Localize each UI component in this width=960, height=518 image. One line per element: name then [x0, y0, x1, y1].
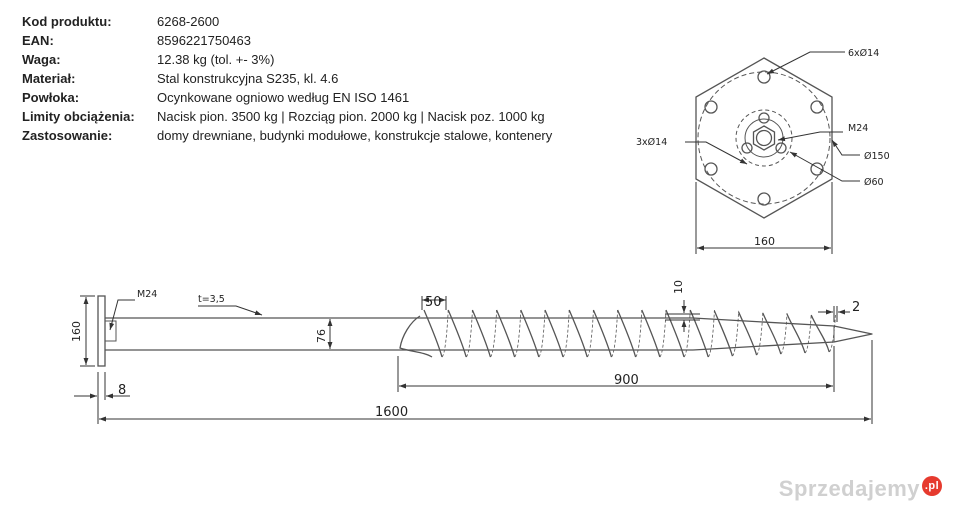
helix-back — [635, 309, 643, 358]
spec-key: Waga: — [22, 52, 61, 67]
helix-back — [538, 309, 546, 358]
outer-hole — [704, 100, 718, 114]
outer-hole — [757, 70, 771, 84]
side-view-dimensions — [74, 295, 873, 424]
outer-hole — [704, 162, 718, 176]
helix-flight — [641, 309, 661, 358]
spec-key: EAN: — [22, 33, 54, 48]
label-wall-thickness: t=3,5 — [198, 294, 225, 305]
spec-row: EAN: 8596221750463 — [22, 31, 552, 50]
helix-back — [586, 309, 594, 358]
label-helix-900: 900 — [614, 373, 639, 388]
label-pitch-50: 50 — [425, 295, 442, 310]
taper — [692, 317, 873, 351]
helix-back — [490, 309, 497, 358]
top-view-dimensions — [685, 51, 860, 254]
label-flight-10: 10 — [672, 280, 685, 294]
helix-flight — [762, 312, 782, 355]
label-d60: Ø60 — [864, 177, 884, 188]
helix-back — [659, 309, 667, 358]
label-tip-2: 2 — [852, 300, 860, 315]
spec-value: Nacisk pion. 3500 kg | Rozciąg pion. 200… — [157, 109, 545, 124]
threaded-rod — [104, 320, 117, 342]
inner-hole — [758, 112, 770, 124]
spec-key: Materiał: — [22, 71, 76, 86]
outer-hole — [757, 192, 771, 206]
inner-hole — [775, 142, 787, 154]
helix-start — [399, 315, 433, 358]
hex-flange — [695, 57, 833, 219]
helix-back — [465, 309, 473, 358]
spec-value: domy drewniane, budynki modułowe, konstr… — [157, 128, 553, 143]
watermark-text: Sprzedajemy — [778, 476, 920, 501]
spec-value: 12.38 kg (tol. +- 3%) — [157, 52, 275, 67]
helix-back — [780, 312, 788, 355]
helix-flight — [544, 309, 564, 358]
hex-nut — [752, 125, 776, 151]
spec-row: Kod produktu: 6268-2600 — [22, 12, 552, 31]
helix-flight — [496, 309, 516, 358]
helix-flight — [810, 314, 830, 353]
label-m24-side: M24 — [137, 289, 157, 300]
label-width-160: 160 — [754, 235, 775, 248]
label-plate-8: 8 — [118, 383, 126, 398]
spec-key: Zastosowanie: — [22, 128, 113, 143]
helix-back — [707, 309, 715, 358]
helix-flight — [471, 309, 492, 358]
spec-key: Powłoka: — [22, 90, 80, 105]
spec-value: 8596221750463 — [157, 33, 251, 48]
label-d150: Ø150 — [864, 151, 890, 162]
thread-circle — [755, 129, 773, 147]
spec-value: Ocynkowane ogniowo według EN ISO 1461 — [157, 90, 410, 105]
inner-hole — [741, 142, 753, 154]
circle-60 — [735, 109, 793, 167]
helix-back — [732, 310, 739, 357]
helix-flight — [447, 309, 467, 358]
label-tube-76: 76 — [315, 329, 328, 343]
side-view — [97, 295, 873, 367]
spec-value: Stal konstrukcyjna S235, kl. 4.6 — [157, 71, 339, 86]
flange-plate — [97, 295, 106, 367]
spec-row: Powłoka: Ocynkowane ogniowo według EN ISO… — [22, 88, 552, 107]
helix-flight — [786, 313, 806, 354]
helix-flight — [592, 309, 613, 358]
spec-value: 6268-2600 — [157, 14, 220, 29]
helix-back — [562, 309, 570, 358]
label-total-1600: 1600 — [375, 405, 408, 420]
helix-back — [441, 309, 449, 358]
helix-back — [828, 315, 836, 353]
helix-back — [804, 313, 812, 354]
watermark-badge: .pl — [922, 476, 942, 496]
circle-150 — [697, 71, 831, 205]
top-view — [695, 57, 833, 219]
helix-flight — [617, 309, 637, 358]
helix-back — [514, 309, 522, 358]
outer-hole — [810, 162, 824, 176]
spec-row: Waga: 12.38 kg (tol. +- 3%) — [22, 50, 552, 69]
spec-key: Kod produktu: — [22, 14, 112, 29]
outer-hole — [810, 100, 824, 114]
helix-flight — [713, 310, 734, 357]
helix-flight — [520, 309, 540, 358]
label-6x14: 6xØ14 — [848, 48, 879, 59]
spec-row: Zastosowanie: domy drewniane, budynki mod… — [22, 126, 552, 145]
label-plate-160: 160 — [70, 321, 83, 342]
label-3x14: 3xØ14 — [636, 137, 667, 148]
spec-key: Limity obciążenia: — [22, 109, 135, 124]
helix-flight — [423, 309, 443, 358]
spec-row: Limity obciążenia: Nacisk pion. 3500 kg |… — [22, 107, 552, 126]
helix-flight — [738, 311, 758, 356]
helix-back — [611, 309, 618, 358]
helix-back — [756, 311, 764, 356]
watermark-logo: Sprzedajemy.pl — [779, 476, 942, 502]
label-m24-top: M24 — [848, 123, 868, 134]
spec-row: Materiał: Stal konstrukcyjna S235, kl. 4.… — [22, 69, 552, 88]
helix-flight — [568, 309, 588, 358]
helix-back — [683, 309, 691, 358]
